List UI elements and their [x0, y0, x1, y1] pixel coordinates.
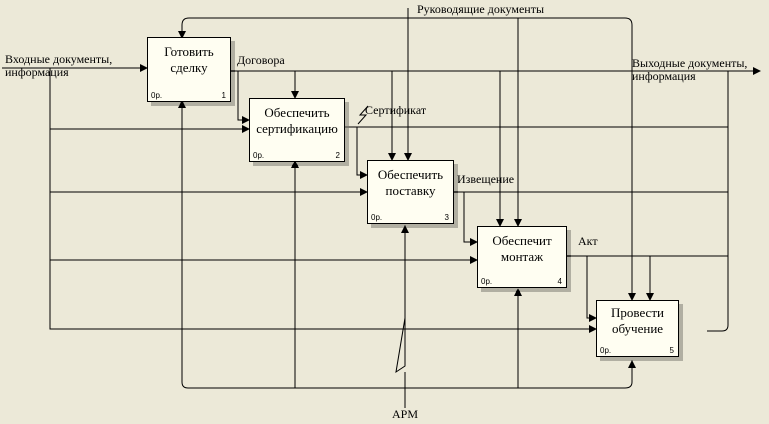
certificate-label: Сертификат	[365, 103, 427, 117]
activity-number: 5	[669, 346, 674, 355]
input-branch-arrow	[49, 68, 597, 333]
activity-box-1[interactable]: Готовить сделку 0р. 1	[147, 37, 231, 102]
activity-number: 1	[221, 91, 226, 100]
act-label: Акт	[578, 234, 598, 248]
notice-arrow	[454, 191, 478, 246]
activity-number: 4	[557, 277, 562, 286]
activity-title: Обеспечить сертификацию	[256, 105, 338, 136]
activity-title: Готовить сделку	[164, 44, 214, 75]
mechanism-branch	[178, 100, 189, 389]
activity-cost: 0р.	[253, 151, 265, 160]
activity-cost: 0р.	[151, 91, 163, 100]
output-label: Выходные документы, информация	[632, 56, 748, 83]
notice-label: Извещение	[457, 172, 515, 186]
activity-box-3[interactable]: Обеспечить поставку 0р. 3	[367, 160, 454, 224]
activity-cost: 0р.	[481, 277, 493, 286]
activity-box-2[interactable]: Обеспечить сертификацию 0р. 2	[249, 98, 345, 162]
activity-box-4[interactable]: Обеспечит монтаж 0р. 4	[477, 226, 567, 288]
control-branch-arrow	[408, 17, 636, 301]
activity-number: 2	[335, 151, 340, 160]
input-label: Входные документы, информация	[5, 52, 113, 79]
activity-title: Обеспечит монтаж	[492, 233, 552, 264]
output-feedback-arrow	[707, 71, 729, 332]
mechanism-bus	[188, 360, 636, 389]
activity-cost: 0р.	[371, 213, 383, 222]
control-label: Руководящие документы	[417, 2, 545, 16]
activity-number: 3	[444, 213, 449, 222]
certificate-arrow	[345, 126, 368, 179]
act-arrow	[567, 255, 597, 322]
activity-box-5[interactable]: Провести обучение 0р. 5	[596, 300, 679, 357]
mechanism-label: АРМ	[392, 407, 419, 421]
certificate-squiggle	[357, 105, 369, 125]
activity-title: Обеспечить поставку	[377, 167, 444, 198]
mechanism-arrow	[395, 225, 409, 374]
activity-title: Провести обучение	[611, 305, 664, 336]
activity-cost: 0р.	[600, 346, 612, 355]
contracts-label: Договора	[237, 53, 285, 67]
control-branch-arrow	[178, 17, 408, 39]
